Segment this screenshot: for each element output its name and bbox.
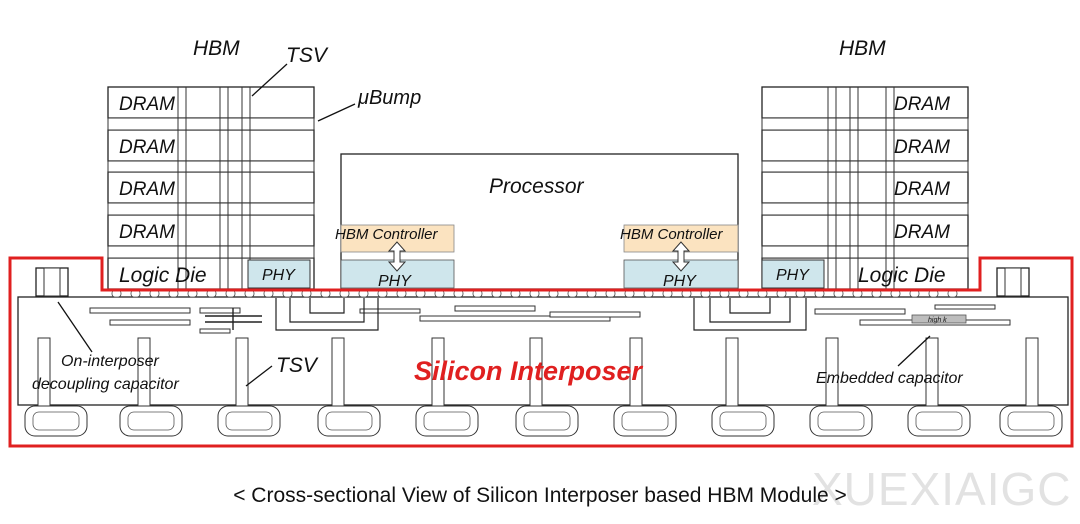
decap-symbol xyxy=(205,308,262,330)
hbm-controller-label-left: HBM Controller xyxy=(335,226,439,243)
bottom-bump xyxy=(999,405,1063,437)
logic-die-label-right: Logic Die xyxy=(858,264,946,287)
hbm-label-left: HBM xyxy=(193,37,240,60)
hbm-label-right: HBM xyxy=(839,37,886,60)
bottom-bump-core xyxy=(127,411,175,431)
on-interposer-label-line1: On-interposer xyxy=(61,353,159,370)
interposer-highlight-outline xyxy=(8,256,1074,448)
dram-label-right-3: DRAM xyxy=(894,179,950,200)
ubump-label: μBump xyxy=(357,87,421,109)
bottom-bump xyxy=(809,405,873,437)
interposer-body xyxy=(17,296,1069,406)
bottom-bump-core xyxy=(719,411,767,431)
embedded-capacitor-label: Embedded capacitor xyxy=(816,370,963,387)
high-k-label: high k xyxy=(928,317,947,324)
bottom-bump xyxy=(317,405,381,437)
phy-block-right-hbm xyxy=(761,259,825,289)
interposer-tsv xyxy=(137,337,151,407)
bottom-bump-core xyxy=(523,411,571,431)
decap-component-left xyxy=(35,267,69,297)
bottom-bump-core xyxy=(325,411,373,431)
phy-label-left-hbm: PHY xyxy=(262,267,296,284)
on-interposer-label-line2: decoupling capacitor xyxy=(32,376,179,393)
phy-block-left-hbm xyxy=(247,259,311,289)
decap-component-right xyxy=(996,267,1030,297)
tsv-label-top: TSV xyxy=(286,44,329,67)
bottom-bump-core xyxy=(225,411,273,431)
leader-lines xyxy=(57,63,931,387)
interposer-tsv xyxy=(725,337,739,407)
bottom-bump-core xyxy=(1007,411,1055,431)
hbm-stack-left xyxy=(107,86,315,290)
controller-phy-arrow-right xyxy=(671,241,691,272)
watermark: XUEXIAIGC xyxy=(812,463,1072,515)
high-k-layer xyxy=(911,314,967,324)
phy-label-processor-right: PHY xyxy=(663,273,697,290)
interposer-tsv xyxy=(1025,337,1039,407)
bottom-bump-core xyxy=(915,411,963,431)
bottom-bump xyxy=(711,405,775,437)
tsv-label-bottom: TSV xyxy=(276,354,319,377)
bottom-bump xyxy=(217,405,281,437)
controller-phy-arrow-left xyxy=(387,241,407,272)
dram-label-left-1: DRAM xyxy=(119,94,175,115)
bottom-bump-core xyxy=(32,411,80,431)
bottom-bump-core xyxy=(621,411,669,431)
hbm-controller-label-right: HBM Controller xyxy=(620,226,724,243)
interposer-tsv xyxy=(235,337,249,407)
phy-label-right-hbm: PHY xyxy=(776,267,810,284)
interposer-tsv xyxy=(37,337,51,407)
bottom-bump xyxy=(907,405,971,437)
bottom-bump-core xyxy=(423,411,471,431)
dram-label-left-3: DRAM xyxy=(119,179,175,200)
bottom-bump xyxy=(415,405,479,437)
silicon-interposer-label: Silicon Interposer xyxy=(414,356,644,386)
logic-die-label-left: Logic Die xyxy=(119,264,207,287)
bottom-bump xyxy=(24,405,88,437)
bottom-bump xyxy=(119,405,183,437)
interposer-tsv xyxy=(331,337,345,407)
dram-label-right-2: DRAM xyxy=(894,137,950,158)
figure-caption: < Cross-sectional View of Silicon Interp… xyxy=(233,484,847,507)
bottom-bump-group xyxy=(24,405,1063,437)
dram-label-left-2: DRAM xyxy=(119,137,175,158)
bottom-bump-core xyxy=(817,411,865,431)
dram-label-left-4: DRAM xyxy=(119,222,175,243)
dram-label-right-4: DRAM xyxy=(894,222,950,243)
dram-label-right-1: DRAM xyxy=(894,94,950,115)
routing-wells xyxy=(275,298,807,331)
bottom-bump xyxy=(613,405,677,437)
phy-label-processor-left: PHY xyxy=(378,273,412,290)
hbm-stack-right xyxy=(761,86,969,290)
bottom-bump xyxy=(515,405,579,437)
processor-label: Processor xyxy=(489,175,585,198)
